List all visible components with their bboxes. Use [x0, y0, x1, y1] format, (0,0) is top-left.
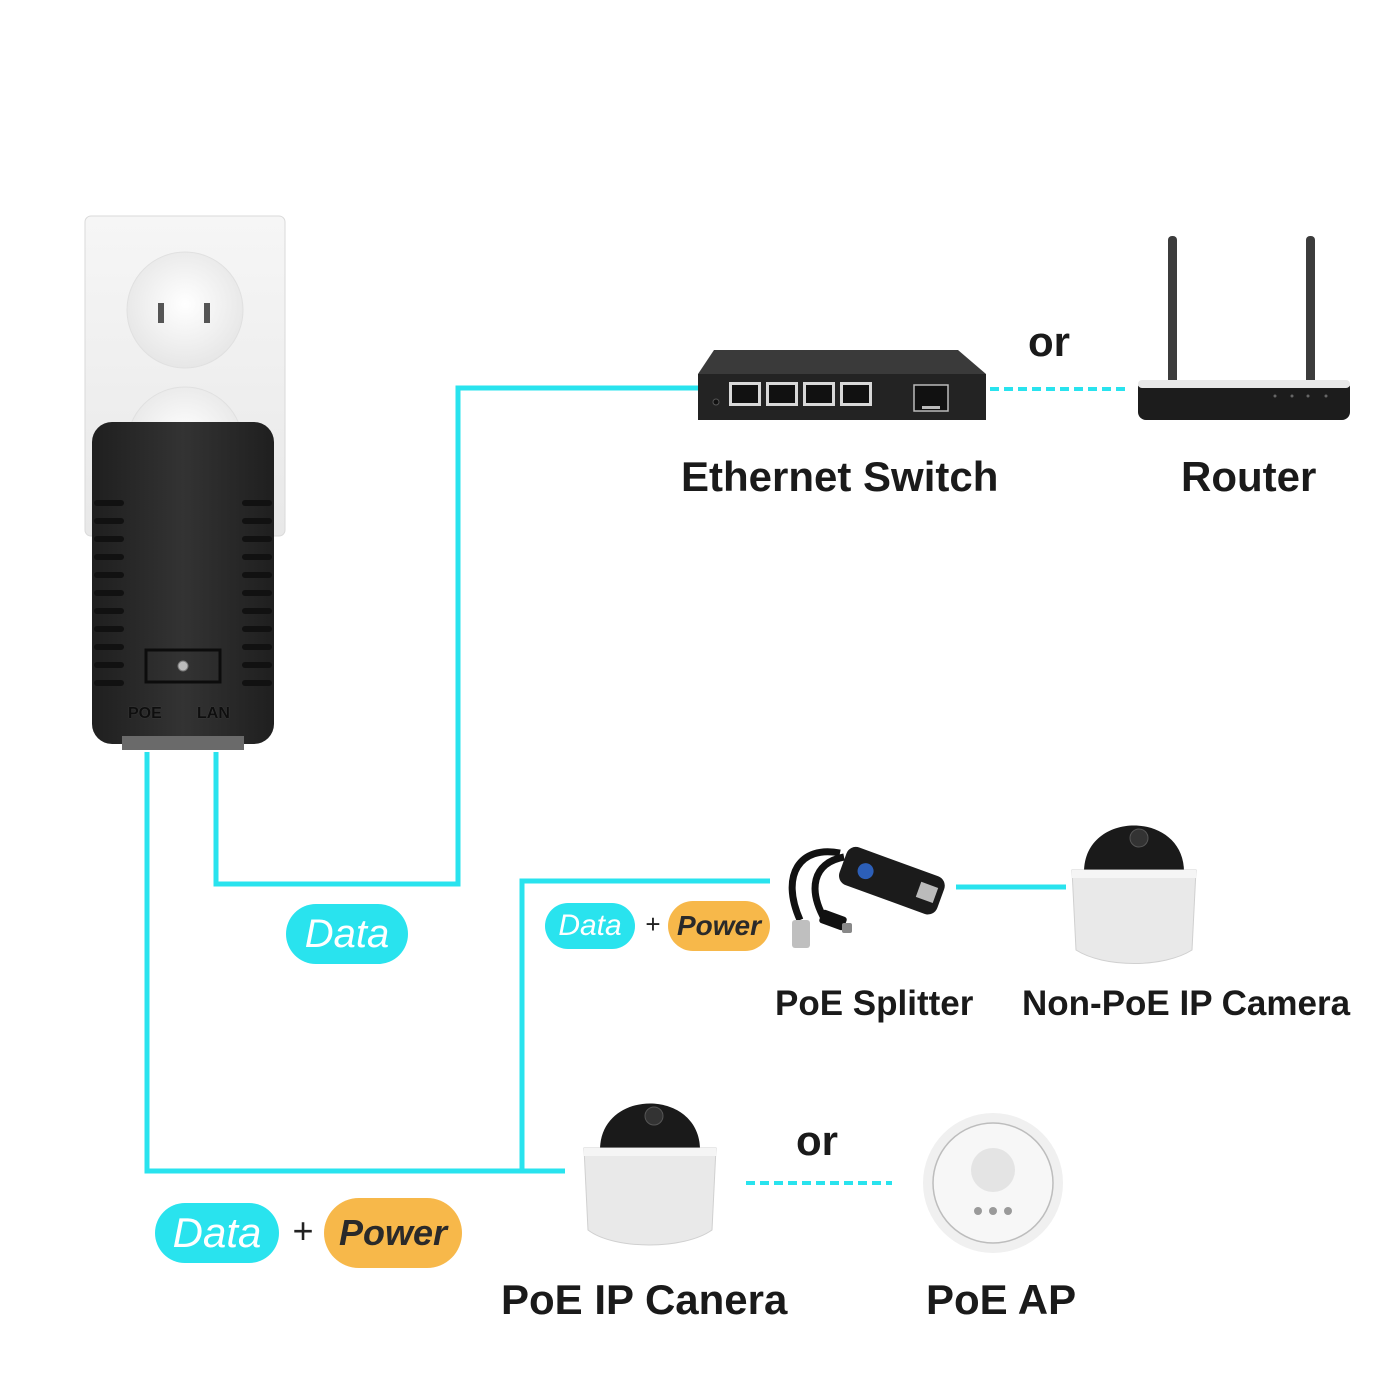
router-label: Router	[1181, 453, 1317, 500]
data-tag-lan: Data	[286, 904, 408, 964]
plus-sign-poe: +	[292, 1210, 314, 1251]
non-poe-camera-icon	[1071, 825, 1197, 964]
poe-port-label: POE	[128, 705, 162, 722]
router-icon	[1138, 236, 1350, 420]
led-window	[144, 648, 222, 684]
poe-injector	[92, 422, 274, 750]
poe-splitter-label: PoE Splitter	[775, 984, 974, 1023]
data-tag-poe: Data	[155, 1203, 279, 1263]
or-connector-bottom: or	[796, 1117, 838, 1164]
non-poe-camera-label: Non-PoE IP Camera	[1022, 984, 1351, 1023]
plus-sign-splitter: +	[645, 909, 661, 939]
led-indicator-icon	[177, 660, 189, 672]
poe-splitter-icon	[788, 846, 945, 948]
or-connector-top: or	[1028, 318, 1070, 365]
poe-ap-icon	[923, 1113, 1063, 1253]
lan-port-label: LAN	[197, 705, 230, 722]
wire-poe-to-camera	[144, 752, 565, 1174]
ethernet-switch-label: Ethernet Switch	[681, 453, 999, 500]
ethernet-switch-icon	[698, 350, 986, 420]
wire-lan-to-switch	[213, 385, 700, 887]
power-tag-poe: Power	[324, 1198, 462, 1268]
poe-ap-label: PoE AP	[926, 1276, 1077, 1323]
poe-camera-label: PoE IP Canera	[501, 1276, 788, 1323]
power-tag-splitter: Power	[668, 901, 770, 951]
wire-branch-to-splitter	[519, 878, 770, 1171]
poe-injector-with-outlet	[84, 215, 286, 750]
poe-camera-icon	[583, 1103, 717, 1246]
data-tag-splitter: Data	[545, 903, 635, 949]
